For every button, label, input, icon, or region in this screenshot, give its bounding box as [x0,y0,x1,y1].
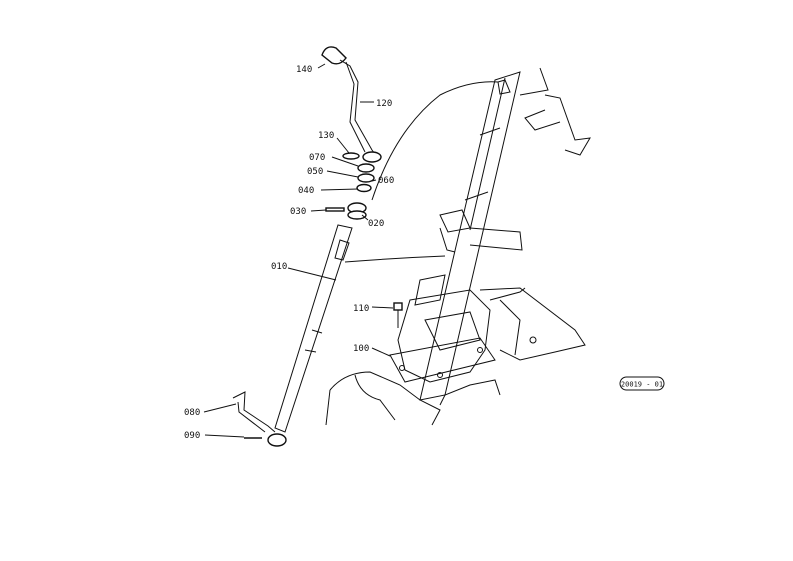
part-label-140: 140 [296,65,312,75]
part-label-050: 050 [307,167,323,177]
part-labels: 140 120 130 070 050 060 040 030 020 010 … [184,65,394,441]
part-label-020: 020 [368,219,384,229]
part-label-110: 110 [353,304,369,314]
part-label-100: 100 [353,344,369,354]
part-label-030: 030 [290,207,306,217]
part-label-120: 120 [376,99,392,109]
part-label-090: 090 [184,431,200,441]
tractor-frame-drawing [325,67,591,426]
part-label-080: 080 [184,408,200,418]
part-label-130: 130 [318,131,334,141]
part-label-070: 070 [309,153,325,163]
diagram-code-badge: 20019 - 01 [619,376,665,391]
diagram-code: 20019 - 01 [621,381,663,389]
part-label-010: 010 [271,262,287,272]
part-label-060: 060 [378,176,394,186]
part-label-040: 040 [298,186,314,196]
leader-lines [203,63,394,438]
lever-assembly-drawing [232,46,403,447]
